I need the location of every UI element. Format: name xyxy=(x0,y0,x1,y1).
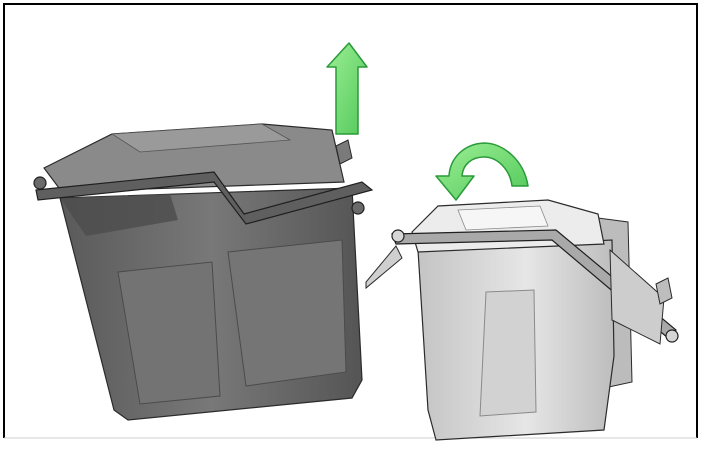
dark-bin-hinge-left xyxy=(34,177,46,189)
light-bin-flap xyxy=(366,246,402,288)
light-bin xyxy=(366,200,678,440)
light-bin-panel xyxy=(480,290,536,416)
dark-bin xyxy=(34,124,372,420)
light-bin-lid-top xyxy=(458,206,548,230)
light-bin-hinge-left xyxy=(392,230,404,242)
up-arrow-icon xyxy=(327,43,367,134)
dark-bin-hinge-right xyxy=(352,202,364,214)
curved-arrow-icon xyxy=(436,143,528,200)
light-bin-hinge-right xyxy=(666,330,678,342)
dark-bin-panel-right xyxy=(228,240,346,386)
